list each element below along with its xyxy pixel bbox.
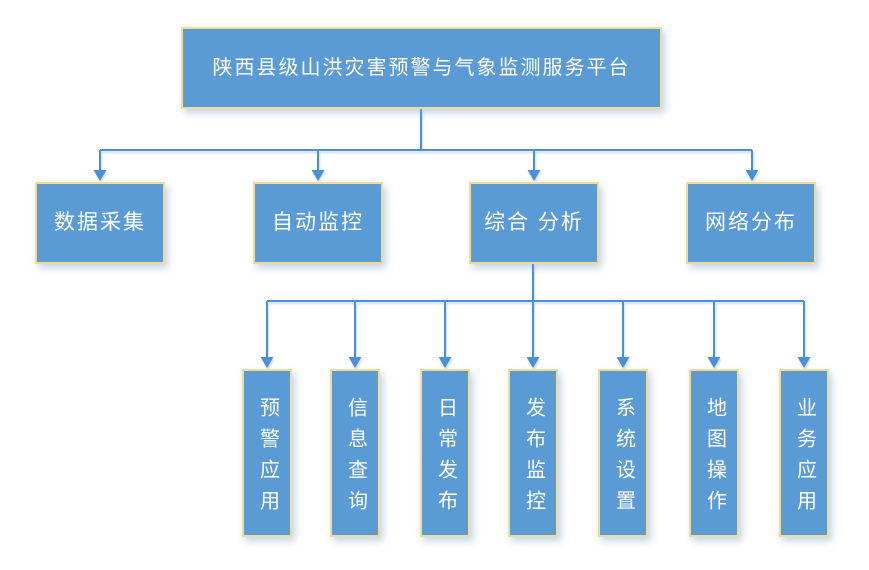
node-information-query: 信息查询: [330, 369, 380, 537]
arrowhead-icon: [438, 357, 452, 368]
node-business-application-label: 业务应用: [793, 396, 816, 521]
arrowhead-icon: [311, 170, 325, 181]
arrowhead-icon: [616, 357, 630, 368]
node-platform: 陕西县级山洪灾害预警与气象监测服务平台: [181, 27, 662, 109]
level2-connector: [266, 264, 805, 358]
arrowhead-icon: [707, 357, 721, 368]
arrowhead-icon: [348, 357, 362, 368]
arrowhead-icon: [527, 170, 541, 181]
level1-arrowheads: [93, 170, 759, 181]
node-map-operations-label: 地图操作: [703, 396, 726, 521]
node-business-application: 业务应用: [779, 369, 829, 537]
arrowhead-icon: [260, 357, 274, 368]
node-release-monitoring-label: 发布监控: [522, 396, 545, 521]
node-daily-release: 日常发布: [420, 369, 470, 537]
node-comprehensive-analysis-label: 综合 分析: [484, 210, 584, 234]
node-data-collection: 数据采集: [35, 182, 165, 264]
node-release-monitoring: 发布监控: [508, 369, 558, 537]
arrowhead-icon: [93, 170, 107, 181]
node-comprehensive-analysis: 综合 分析: [469, 182, 599, 264]
level2-arrowheads: [260, 357, 811, 368]
node-data-collection-label: 数据采集: [54, 210, 146, 234]
node-warning-application-label: 预警应用: [256, 396, 279, 521]
node-information-query-label: 信息查询: [344, 396, 367, 521]
node-map-operations: 地图操作: [689, 369, 739, 537]
arrowhead-icon: [526, 357, 540, 368]
node-system-settings-label: 系统设置: [612, 396, 635, 521]
node-daily-release-label: 日常发布: [434, 396, 457, 521]
node-auto-monitoring: 自动监控: [253, 182, 383, 264]
node-system-settings: 系统设置: [598, 369, 648, 537]
node-network-distribution: 网络分布: [686, 182, 816, 264]
node-network-distribution-label: 网络分布: [705, 210, 797, 234]
node-warning-application: 预警应用: [242, 369, 292, 537]
level1-connector: [99, 109, 753, 171]
arrowhead-icon: [745, 170, 759, 181]
node-platform-label: 陕西县级山洪灾害预警与气象监测服务平台: [212, 56, 631, 79]
arrowhead-icon: [797, 357, 811, 368]
node-auto-monitoring-label: 自动监控: [272, 210, 364, 234]
